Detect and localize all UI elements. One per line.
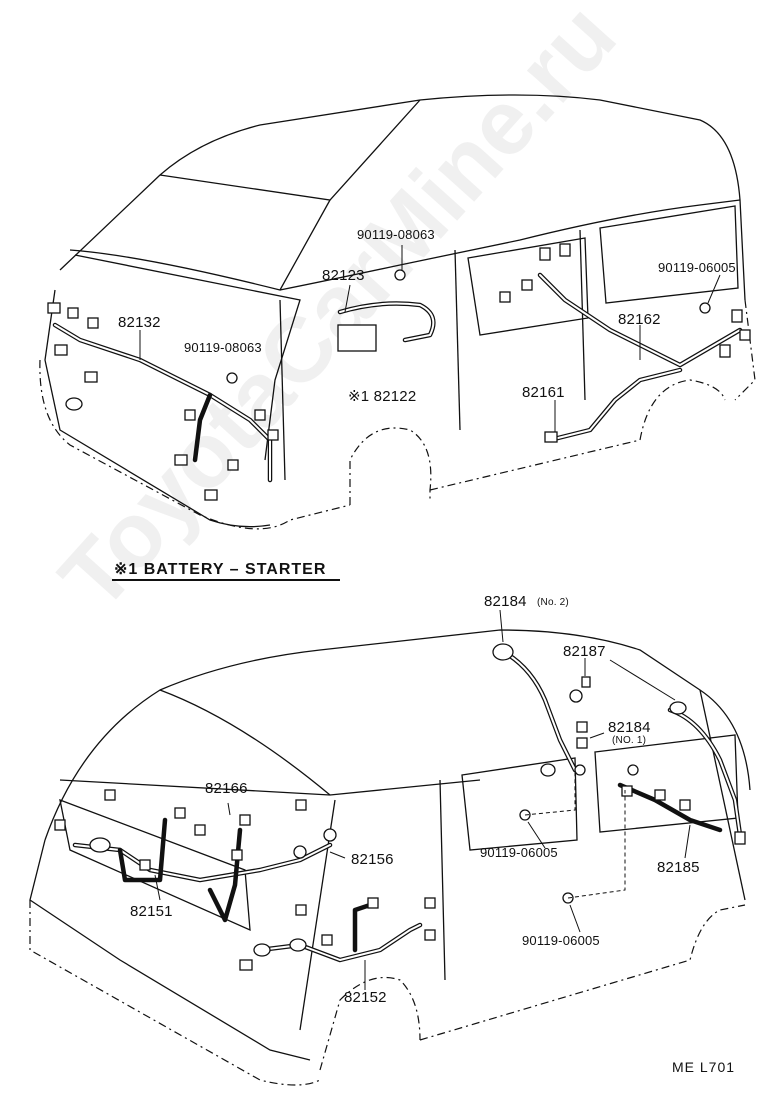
top-harness xyxy=(52,272,743,483)
page-reference: ME L701 xyxy=(672,1059,736,1075)
label-82152: 82152 xyxy=(344,989,387,1006)
label-82185: 82185 xyxy=(657,859,700,876)
label-82184-no1-note: (NO. 1) xyxy=(612,735,647,746)
label-90119-06005-a: 90119-06005 xyxy=(480,845,558,860)
label-82184-no2-note: (No. 2) xyxy=(537,597,569,608)
label-82161: 82161 xyxy=(522,384,565,401)
top-connectors xyxy=(47,243,751,501)
battery-starter-caption: ※1 BATTERY – STARTER xyxy=(114,561,327,578)
label-82123: 82123 xyxy=(322,267,365,284)
label-82122: ※1 82122 xyxy=(348,388,417,405)
caption-underline xyxy=(112,579,340,581)
label-90119-06005-b: 90119-06005 xyxy=(522,933,600,948)
label-90119-08063-a: 90119-08063 xyxy=(357,227,435,242)
label-82162: 82162 xyxy=(618,311,661,328)
label-82156: 82156 xyxy=(351,851,394,868)
top-leader-lines xyxy=(139,245,721,432)
label-82184-no2: 82184 xyxy=(484,593,527,610)
label-82187: 82187 xyxy=(563,643,606,660)
bottom-vehicle-body xyxy=(29,629,751,1086)
label-90119-06005-top: 90119-06005 xyxy=(658,260,736,275)
label-82166: 82166 xyxy=(205,780,248,797)
label-82184-no1: 82184 xyxy=(608,719,651,736)
label-82151: 82151 xyxy=(130,903,173,920)
bottom-leader-lines xyxy=(154,609,691,990)
label-90119-08063-b: 90119-08063 xyxy=(184,340,262,355)
label-82132: 82132 xyxy=(118,314,161,331)
bottom-connectors xyxy=(54,643,746,971)
